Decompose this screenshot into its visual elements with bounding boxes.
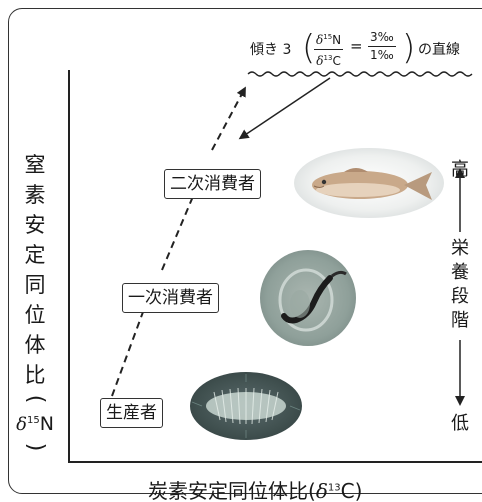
trend-arrow-3: [211, 86, 246, 151]
producer-diatom-image: [190, 372, 302, 440]
open-paren: (: [302, 28, 316, 68]
pointer-arrow: [238, 77, 331, 140]
mass-number: 13: [323, 54, 333, 62]
fish-icon: [312, 168, 432, 200]
wavy-underline: [247, 71, 473, 77]
secondary-consumer-fish-image: [294, 148, 444, 218]
annotation-suffix: の直線: [418, 42, 460, 58]
trophic-level-axis: 高 栄 養 段 階 低: [444, 155, 476, 435]
trophic-high: 高: [451, 159, 469, 180]
diatom-icon: [191, 374, 301, 438]
equals-sign: =: [350, 37, 363, 55]
denominator: 1‰: [370, 48, 394, 62]
y-label-symbol: δ15N: [16, 413, 54, 435]
primary-consumer-label: 一次消費者: [122, 283, 219, 313]
secondary-consumer-label: 二次消費者: [164, 169, 261, 199]
slope-annotation: 傾き 3 ( δ15N δ13C = 3‰ 1‰ ) の直線: [250, 26, 482, 72]
element-symbol: N: [332, 33, 342, 47]
trophic-level-label: 栄 養 段 階: [444, 237, 476, 333]
annotation-prefix: 傾き 3: [250, 42, 292, 58]
delta-ratio-fraction: δ15N δ13C: [314, 30, 344, 69]
delta-symbol: δ: [316, 33, 324, 47]
x-axis-label: 炭素安定同位体比(δ13C): [148, 479, 363, 502]
zooplankton-icon: [278, 268, 347, 332]
mass-number: 15: [323, 33, 333, 41]
y-axis-label: 窒 素 安 定 同 位 体 比 ( δ15N ): [16, 153, 54, 452]
rounded-border: [8, 8, 482, 494]
numerator: 3‰: [368, 30, 396, 47]
trophic-low: 低: [451, 413, 469, 434]
permil-fraction: 3‰ 1‰: [368, 30, 396, 63]
close-paren: ): [402, 28, 416, 68]
producer-label: 生産者: [100, 398, 163, 428]
x-axis: [68, 461, 482, 463]
delta-symbol: δ: [316, 54, 324, 68]
y-axis: [68, 70, 70, 462]
trend-arrow-1: [111, 289, 153, 397]
primary-consumer-plankton-image: [260, 250, 356, 346]
element-symbol: C: [332, 54, 341, 68]
